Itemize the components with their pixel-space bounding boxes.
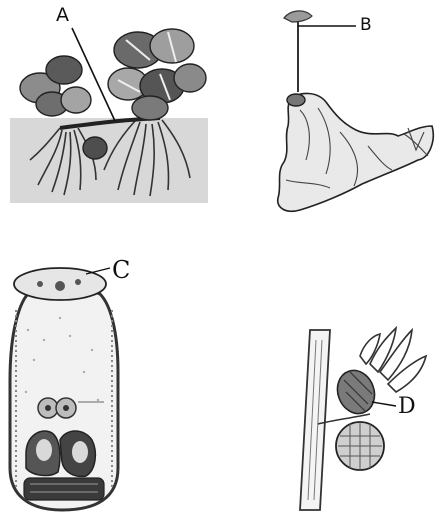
- panel-b-thallus: [278, 11, 433, 211]
- label-b: B: [360, 17, 372, 34]
- right-rosette: [108, 29, 206, 120]
- basal-cells: [24, 431, 104, 500]
- receptacle-head: [284, 11, 312, 22]
- panel-c-section: [10, 268, 118, 510]
- sporangium-upper: [332, 365, 381, 419]
- panel-d-structure: [300, 328, 426, 510]
- gemma-cup: [287, 94, 305, 106]
- label-a: A: [56, 6, 69, 25]
- panel-a-plant: [10, 28, 208, 203]
- label-c: C: [112, 258, 130, 282]
- pointer-line-d: [372, 402, 396, 406]
- sporangium-lower: [336, 422, 384, 470]
- label-d: D: [398, 396, 416, 418]
